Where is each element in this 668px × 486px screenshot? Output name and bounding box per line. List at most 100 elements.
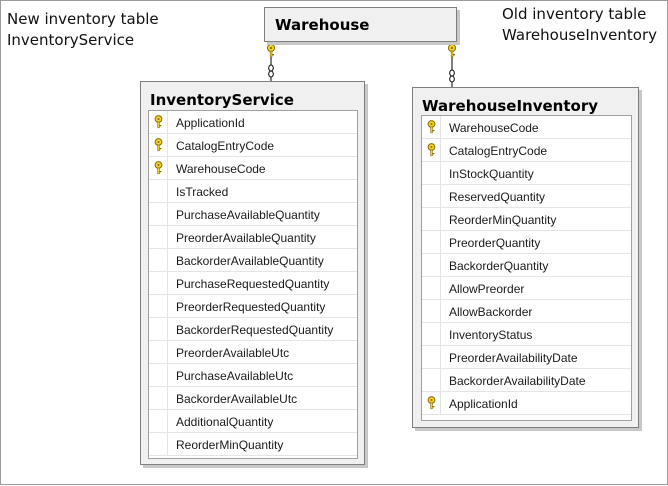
relationship-warehouse-inventoryservice[interactable] <box>266 42 276 81</box>
key-icon <box>427 120 436 134</box>
key-cell <box>422 231 441 253</box>
infinity-icon <box>268 64 274 78</box>
key-cell <box>149 134 168 156</box>
column-row[interactable]: PreorderRequestedQuantity <box>149 295 357 318</box>
key-cell <box>149 157 168 179</box>
column-row[interactable]: AllowBackorder <box>422 300 631 323</box>
column-row[interactable]: ApplicationId <box>149 111 357 134</box>
key-cell <box>149 111 168 133</box>
key-cell <box>422 323 441 345</box>
column-name: PurchaseRequestedQuantity <box>176 277 330 291</box>
column-name: BackorderAvailableUtc <box>176 392 298 406</box>
key-cell <box>422 346 441 368</box>
key-cell <box>149 410 168 432</box>
key-icon <box>154 161 163 175</box>
column-name: ApplicationId <box>176 116 245 130</box>
column-name: AdditionalQuantity <box>176 415 274 429</box>
column-row[interactable]: ReorderMinQuantity <box>422 208 631 231</box>
column-name: PreorderRequestedQuantity <box>176 300 326 314</box>
column-name: PreorderAvailableQuantity <box>176 231 316 245</box>
key-cell <box>149 203 168 225</box>
column-row[interactable]: CatalogEntryCode <box>422 139 631 162</box>
note-line: Old inventory table <box>502 5 647 23</box>
key-icon <box>427 143 436 157</box>
column-row[interactable]: BackorderQuantity <box>422 254 631 277</box>
column-row[interactable]: InStockQuantity <box>422 162 631 185</box>
column-name: BackorderAvailabilityDate <box>449 374 586 388</box>
column-row[interactable]: PreorderAvailabilityDate <box>422 346 631 369</box>
column-name: WarehouseCode <box>449 121 539 135</box>
column-name: PurchaseAvailableUtc <box>176 369 294 383</box>
column-row[interactable]: PurchaseAvailableQuantity <box>149 203 357 226</box>
column-row[interactable]: WarehouseCode <box>422 116 631 139</box>
infinity-icon <box>449 69 455 83</box>
key-cell <box>422 254 441 276</box>
column-row[interactable]: PreorderAvailableUtc <box>149 341 357 364</box>
table-title: Warehouse <box>275 16 370 34</box>
column-name: InStockQuantity <box>449 167 534 181</box>
column-row[interactable]: CatalogEntryCode <box>149 134 357 157</box>
key-cell <box>422 116 441 138</box>
column-name: ReorderMinQuantity <box>449 213 557 227</box>
note-line: New inventory table <box>7 10 159 28</box>
column-name: AllowBackorder <box>449 305 533 319</box>
column-name: CatalogEntryCode <box>449 144 548 158</box>
column-name: PreorderAvailableUtc <box>176 346 290 360</box>
key-cell <box>422 208 441 230</box>
key-icon <box>154 115 163 129</box>
key-cell <box>149 249 168 271</box>
column-row[interactable]: PreorderAvailableQuantity <box>149 226 357 249</box>
column-row[interactable]: ApplicationId <box>422 392 631 415</box>
column-row[interactable]: IsTracked <box>149 180 357 203</box>
column-name: WarehouseCode <box>176 162 266 176</box>
column-name: PreorderQuantity <box>449 236 541 250</box>
column-name: InventoryStatus <box>449 328 533 342</box>
column-name: BackorderAvailableQuantity <box>176 254 324 268</box>
key-cell <box>149 364 168 386</box>
column-name: ApplicationId <box>449 397 518 411</box>
column-name: ReorderMinQuantity <box>176 438 284 452</box>
note-new-inventory: New inventory table InventoryService <box>7 9 159 51</box>
column-row[interactable]: PurchaseRequestedQuantity <box>149 272 357 295</box>
table-warehouse[interactable]: Warehouse <box>264 7 457 42</box>
column-row[interactable]: BackorderAvailabilityDate <box>422 369 631 392</box>
key-cell <box>149 341 168 363</box>
column-row[interactable]: ReservedQuantity <box>422 185 631 208</box>
column-name: PreorderAvailabilityDate <box>449 351 578 365</box>
key-cell <box>422 185 441 207</box>
column-row[interactable]: BackorderAvailableUtc <box>149 387 357 410</box>
relationship-warehouse-warehouseinventory[interactable] <box>447 42 457 87</box>
column-row[interactable]: PurchaseAvailableUtc <box>149 364 357 387</box>
key-icon <box>447 43 457 58</box>
key-cell <box>149 295 168 317</box>
column-name: AllowPreorder <box>449 282 525 296</box>
column-row[interactable]: InventoryStatus <box>422 323 631 346</box>
key-cell <box>149 272 168 294</box>
column-row[interactable]: BackorderAvailableQuantity <box>149 249 357 272</box>
column-name: CatalogEntryCode <box>176 139 275 153</box>
table-title: WarehouseInventory <box>422 97 599 115</box>
column-name: IsTracked <box>176 185 229 199</box>
key-cell <box>149 226 168 248</box>
column-row[interactable]: ReorderMinQuantity <box>149 433 357 456</box>
key-cell <box>422 300 441 322</box>
column-row[interactable]: BackorderRequestedQuantity <box>149 318 357 341</box>
column-row[interactable]: PreorderQuantity <box>422 231 631 254</box>
key-icon <box>427 396 436 410</box>
key-cell <box>422 392 441 414</box>
column-name: BackorderRequestedQuantity <box>176 323 334 337</box>
column-name: BackorderQuantity <box>449 259 549 273</box>
key-cell <box>149 387 168 409</box>
key-cell <box>422 277 441 299</box>
note-line: WarehouseInventory <box>502 26 658 44</box>
column-row[interactable]: WarehouseCode <box>149 157 357 180</box>
table-title: InventoryService <box>150 91 294 109</box>
column-row[interactable]: AllowPreorder <box>422 277 631 300</box>
column-row[interactable]: AdditionalQuantity <box>149 410 357 433</box>
